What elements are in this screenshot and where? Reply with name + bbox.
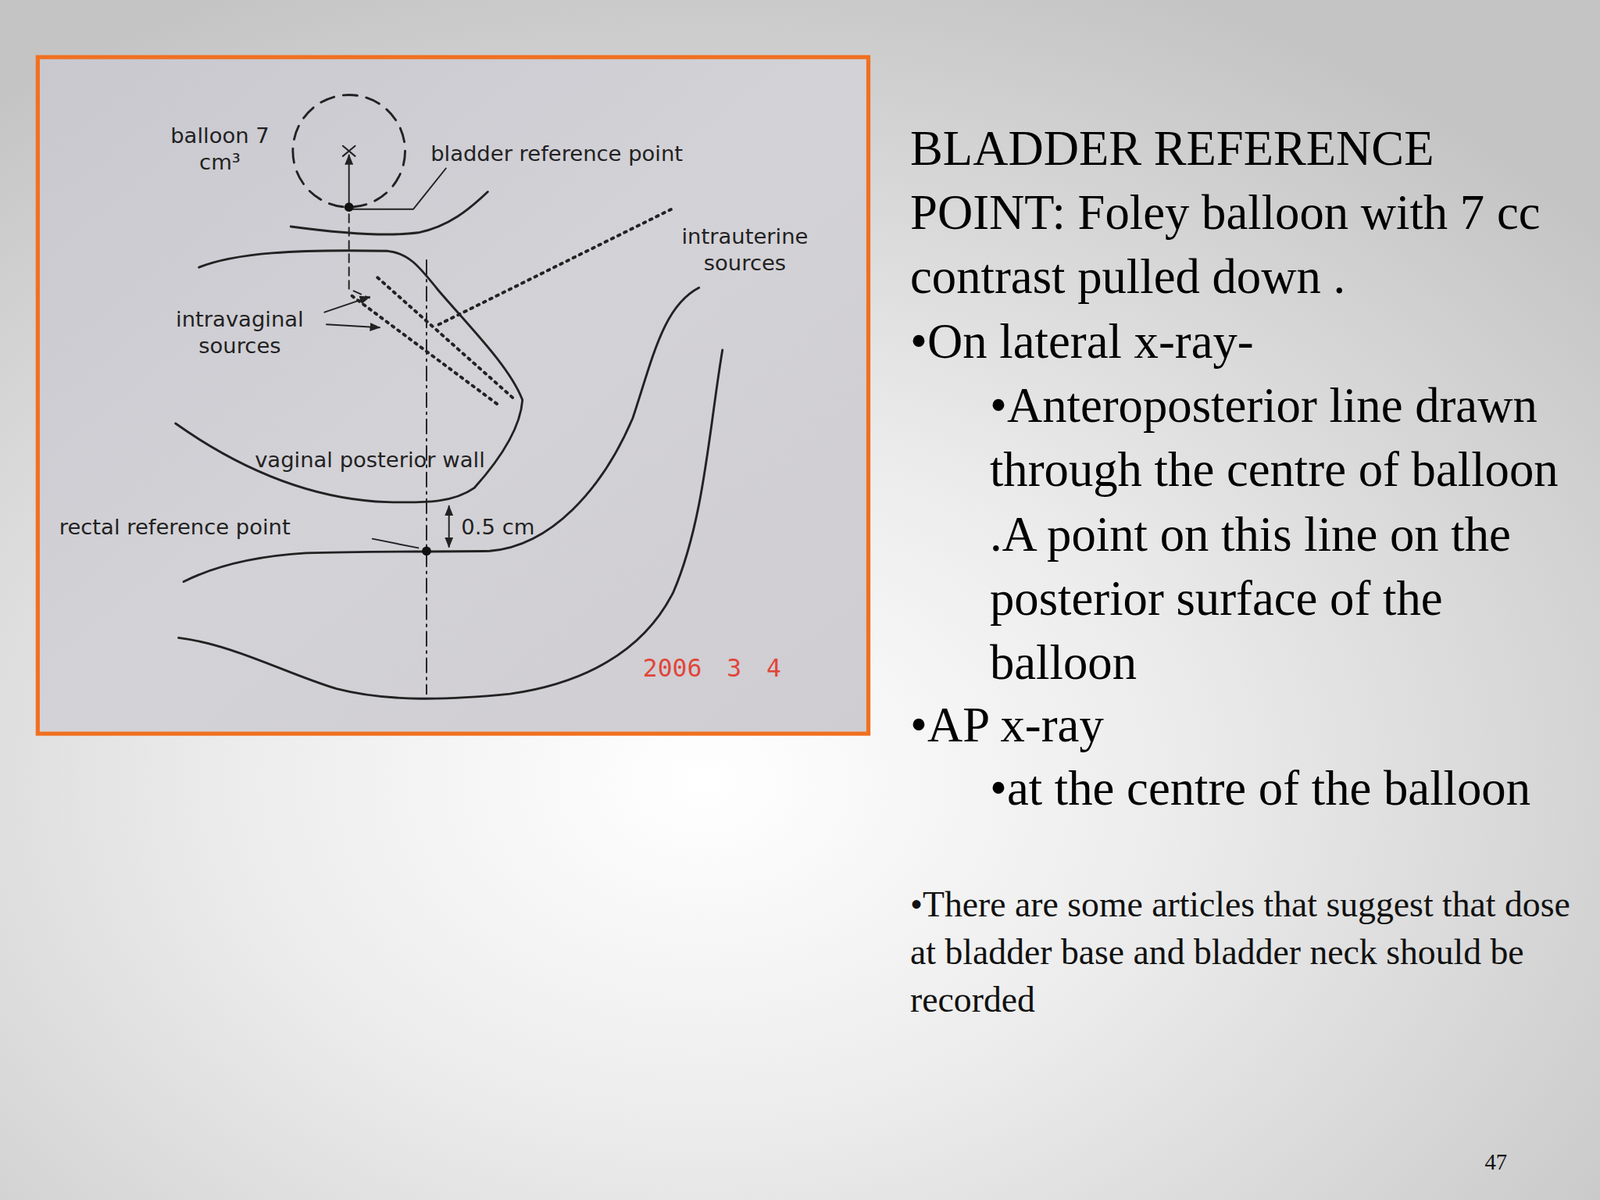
bullet-text: •On lateral x-ray- [910, 309, 1574, 374]
intravaginal-source [352, 296, 500, 407]
balloon-axis [348, 155, 350, 205]
bladder-wall [290, 192, 488, 235]
slide-title: BLADDER REFERENCE POINT: Foley balloon w… [910, 116, 1574, 310]
leader-line [372, 539, 419, 549]
part-label: balloon 7 cm³ [160, 122, 279, 176]
bullet-text: •Anteroposterior line drawn through the … [989, 373, 1593, 695]
bullet-text: •AP x-ray [910, 692, 1574, 758]
part-label: bladder reference point [430, 140, 691, 168]
date-stamp: 2006 3 4 [642, 653, 827, 684]
image-frame [37, 57, 868, 734]
part-label: intrauterine sources [653, 223, 837, 277]
balloon-outline [292, 94, 406, 208]
leader-arrow [326, 324, 380, 328]
dimension-label: 0.5 cm [460, 514, 564, 541]
reference-axis [425, 260, 428, 694]
leader-line [353, 168, 447, 210]
dimension-arrow [448, 506, 450, 547]
reference-dot [344, 202, 354, 212]
note-text: •There are some articles that suggest th… [910, 881, 1574, 1024]
bullet-text: •at the centre of the balloon [989, 756, 1593, 821]
reference-dot [421, 546, 432, 556]
part-label: rectal reference point [59, 514, 386, 541]
part-label: intravaginal sources [153, 306, 327, 360]
page-number: 47 [1484, 1147, 1546, 1177]
intravaginal-source [377, 277, 515, 400]
part-label: vaginal posterior wall [239, 446, 500, 474]
balloon-line [349, 214, 370, 298]
leader-arrow [324, 296, 369, 313]
intrauterine-source [439, 207, 676, 325]
